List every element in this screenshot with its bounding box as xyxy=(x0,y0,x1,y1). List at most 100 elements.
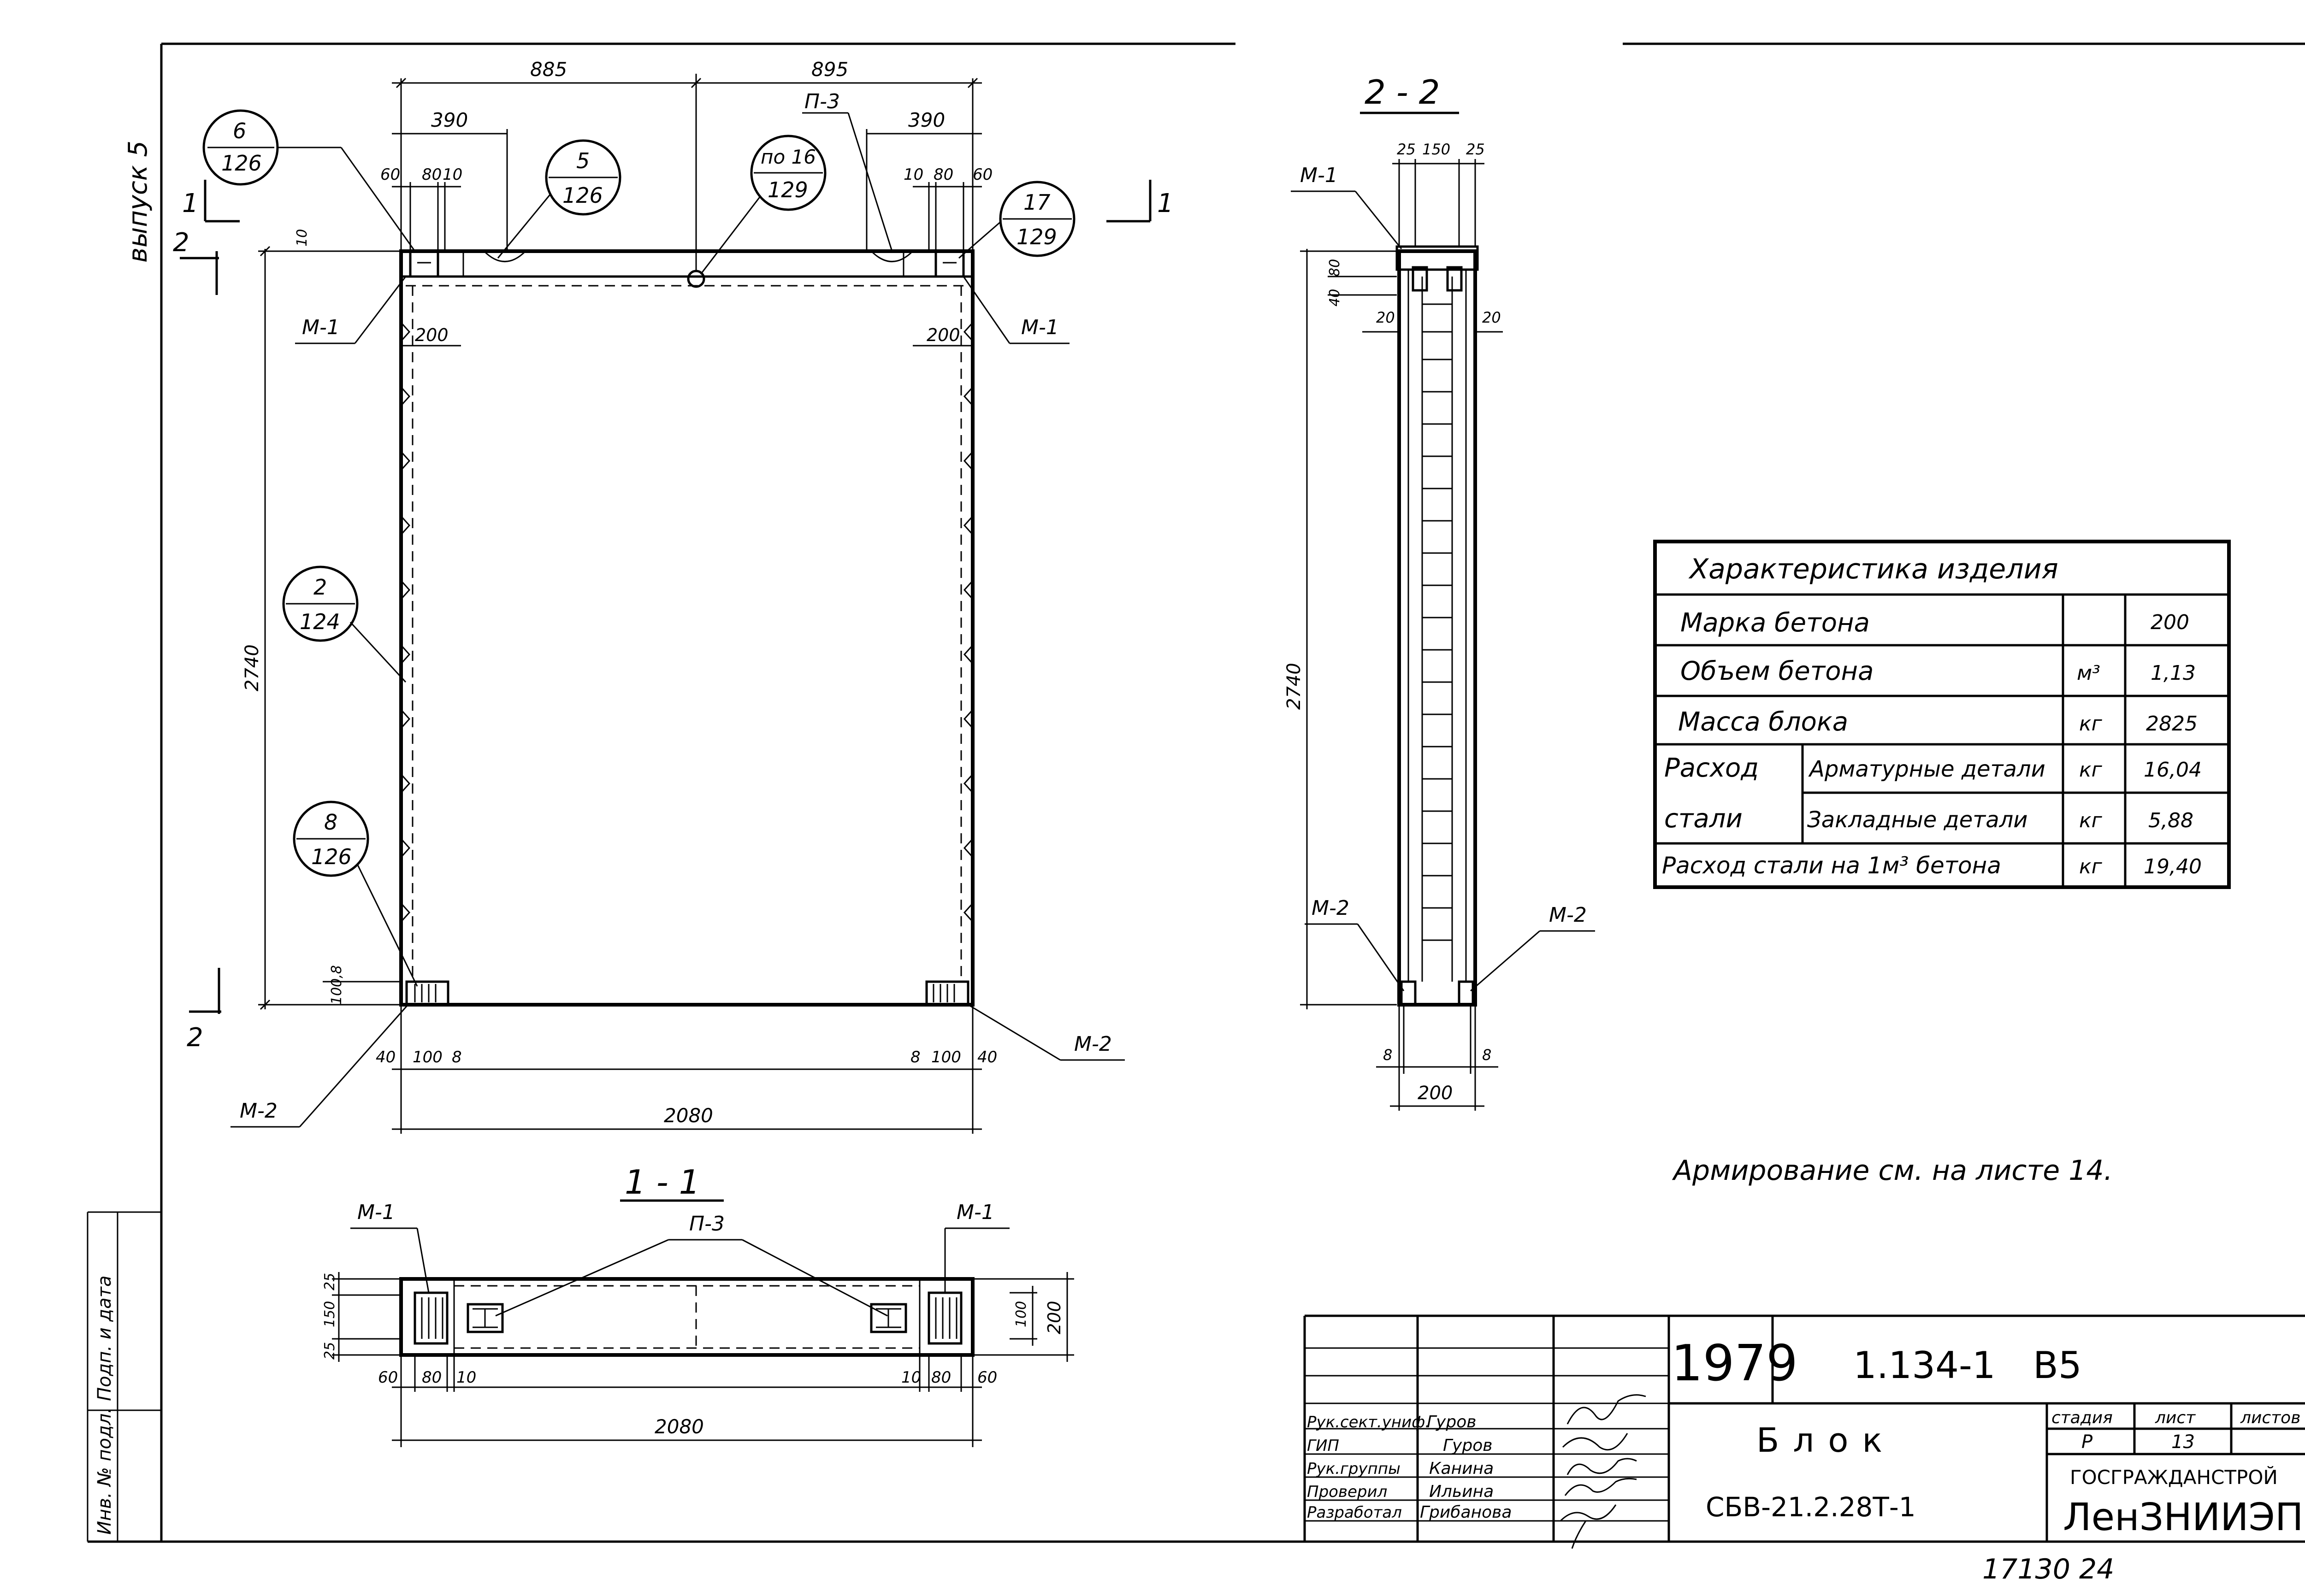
char-row-5-value: 19,40 xyxy=(2144,855,2202,878)
svg-text:по 16: по 16 xyxy=(761,146,816,168)
char-row-2-value: 2825 xyxy=(2146,712,2198,736)
tb-sheet-label: лист xyxy=(2155,1408,2196,1427)
char-group-label-2: стали xyxy=(1664,804,1743,834)
s22-d40: 40 xyxy=(1327,289,1343,306)
dim-left-half: 885 xyxy=(530,58,567,81)
s22-d150: 150 xyxy=(1422,141,1450,158)
char-row-5-unit: кг xyxy=(2079,855,2103,878)
s22-d8r: 8 xyxy=(1482,1046,1491,1064)
s11-d10: 10 xyxy=(456,1368,476,1387)
block-outline xyxy=(399,249,975,1007)
char-row-3-unit: кг xyxy=(2079,758,2103,782)
section-1-1-body xyxy=(399,1277,975,1357)
title-block: 1979 1.134-1 В5 Блок СБВ-21.2.28Т-1 стад… xyxy=(1303,1314,2305,1549)
s22-d25a: 25 xyxy=(1397,141,1416,158)
char-row-3-label: Арматурные детали xyxy=(1808,756,2045,782)
m1-right-part xyxy=(934,250,965,278)
section-1-1-title: 1 - 1 xyxy=(625,1163,700,1201)
tb-sheets-label: листов xyxy=(2240,1408,2300,1427)
label-m1-left: М-1 xyxy=(302,316,340,339)
reinforcement-note: Армирование см. на листе 14. xyxy=(1672,1154,2113,1187)
char-row-1-value: 1,13 xyxy=(2151,661,2196,685)
dim-l80: 80 xyxy=(422,165,442,184)
s22-m2-right: М-2 xyxy=(1549,903,1587,927)
s22-d20r: 20 xyxy=(1482,309,1501,326)
callout-5-126: 5 126 xyxy=(497,139,621,259)
char-row-0-value: 200 xyxy=(2151,611,2189,634)
side-stamp-inv: Инв. № подл. xyxy=(94,1408,115,1535)
tb-name-0: Гуров xyxy=(1427,1413,1476,1431)
svg-text:126: 126 xyxy=(311,844,352,869)
characteristics-table: Характеристика изделия Марка бетона 200 … xyxy=(1653,540,2231,889)
p3-loop-right xyxy=(870,250,914,262)
svg-text:17: 17 xyxy=(1023,190,1051,215)
dim-top-10: 10 xyxy=(294,229,310,247)
side-stamp-sig-date: Подп. и дата xyxy=(94,1276,115,1401)
tb-name-3: Ильина xyxy=(1429,1482,1494,1501)
label-m1-right: М-1 xyxy=(1021,316,1059,339)
tb-org1: ГОСГРАЖДАНСТРОЙ xyxy=(2070,1466,2278,1489)
tb-stage-label: стадия xyxy=(2051,1408,2113,1427)
cut-marker-1-right: 1 xyxy=(1106,180,1174,223)
tb-name-4: Грибанова xyxy=(1420,1503,1512,1522)
svg-text:2: 2 xyxy=(173,228,189,258)
dim-r80: 80 xyxy=(934,165,953,184)
tb-series: 1.134-1 xyxy=(1853,1344,1996,1387)
s11-r10: 10 xyxy=(901,1368,921,1387)
label-p3-front: П-3 xyxy=(804,90,840,113)
cut-marker-2-top: 2 xyxy=(173,228,219,295)
edition-label: выпуск 5 xyxy=(123,141,153,263)
char-row-1-label: Объем бетона xyxy=(1680,656,1874,686)
svg-text:6: 6 xyxy=(233,118,246,143)
tb-stage: Р xyxy=(2081,1431,2093,1453)
s11-m1-right: М-1 xyxy=(957,1201,994,1224)
svg-text:5: 5 xyxy=(576,148,590,173)
s22-d20l: 20 xyxy=(1376,309,1395,326)
tb-name-1: Гуров xyxy=(1443,1436,1492,1455)
char-row-1-unit: м³ xyxy=(2077,661,2100,685)
s11-m1-left: М-1 xyxy=(357,1201,395,1224)
side-stamp: Подп. и дата Инв. № подл. xyxy=(87,1211,161,1542)
callout-8-126: 8 126 xyxy=(293,801,418,987)
s11-p3: П-3 xyxy=(689,1212,725,1236)
s11-d100: 100 xyxy=(1013,1301,1029,1327)
s22-d80: 80 xyxy=(1327,259,1343,277)
s11-d25b: 25 xyxy=(322,1342,338,1360)
s11-d60: 60 xyxy=(378,1368,398,1387)
dim-l60: 60 xyxy=(380,165,400,184)
svg-text:126: 126 xyxy=(562,183,603,208)
char-row-2-unit: кг xyxy=(2079,712,2103,736)
section-1-1: 1 - 1 М-1 М-1 П-3 25 150 xyxy=(322,1163,1074,1447)
dim-bottom-100-8: 100,8 xyxy=(329,965,345,1005)
svg-text:1: 1 xyxy=(182,188,199,218)
cut-marker-1-left: 1 xyxy=(182,180,240,223)
char-title: Характеристика изделия xyxy=(1688,553,2058,585)
dim-height: 2740 xyxy=(242,644,263,691)
dim-l200: 200 xyxy=(415,325,449,345)
char-row-5-label: Расход стали на 1м³ бетона xyxy=(1662,852,2001,879)
callout-2-124: 2 124 xyxy=(282,565,407,683)
dim-br100: 100 xyxy=(931,1048,961,1066)
cut-marker-2-bottom: 2 xyxy=(187,968,221,1053)
s11-d200: 200 xyxy=(1044,1301,1064,1334)
tb-role-0: Рук.сект.униф. xyxy=(1307,1413,1430,1431)
svg-text:2: 2 xyxy=(313,575,327,600)
char-row-2-label: Масса блока xyxy=(1678,707,1848,737)
char-row-3-value: 16,04 xyxy=(2144,758,2202,782)
doc-number: 17130 24 xyxy=(1982,1553,2114,1585)
callout-po16-129: по 16 129 xyxy=(700,135,827,275)
svg-text:8: 8 xyxy=(324,810,337,835)
tb-role-1: ГИП xyxy=(1307,1437,1339,1455)
label-m2-right: М-2 xyxy=(1074,1032,1112,1056)
s11-width: 2080 xyxy=(655,1415,704,1438)
tb-year: 1979 xyxy=(1671,1335,1798,1392)
s22-d8l: 8 xyxy=(1383,1046,1392,1064)
dim-b100: 100 xyxy=(413,1048,443,1066)
side-notches-left xyxy=(400,322,411,923)
s11-d80: 80 xyxy=(422,1368,442,1387)
char-row-4-value: 5,88 xyxy=(2148,809,2193,832)
sheet-frame xyxy=(88,42,2305,1543)
svg-text:1: 1 xyxy=(1157,188,1174,218)
s22-width: 200 xyxy=(1418,1083,1453,1104)
